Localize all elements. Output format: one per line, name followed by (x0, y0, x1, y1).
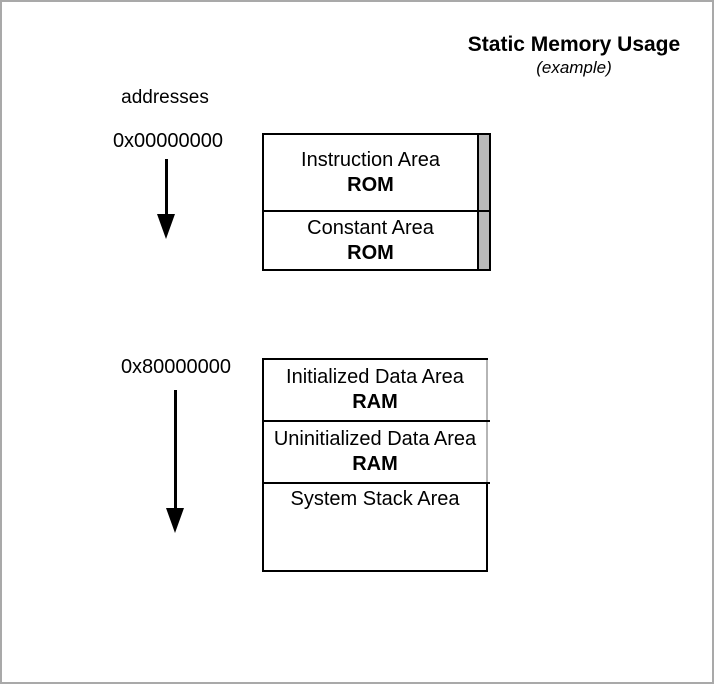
ram-cell-divider (262, 482, 490, 484)
down-arrow-icon (157, 214, 175, 239)
cell-type: ROM (347, 241, 394, 264)
cell-type: ROM (347, 173, 394, 196)
cell-type: RAM (352, 391, 398, 413)
arrow-line (165, 159, 168, 216)
memory-cell-constant-area: Constant Area ROM (264, 212, 477, 269)
cell-type: RAM (352, 453, 398, 475)
rom-memory-box: Instruction Area ROM Constant Area ROM (262, 133, 491, 271)
rom-side-strip (477, 135, 489, 269)
ram-memory-box: Initialized Data Area RAM Uninitialized … (262, 358, 490, 572)
memory-cell-initialized-data-area: Initialized Data Area RAM (264, 360, 486, 420)
ram-cell-divider (262, 420, 490, 422)
memory-cell-uninitialized-data-area: Uninitialized Data Area RAM (264, 422, 486, 482)
cell-name: Uninitialized Data Area (273, 428, 477, 450)
cell-name: Instruction Area (301, 148, 440, 171)
diagram-subtitle: (example) (536, 58, 612, 77)
down-arrow-icon (166, 508, 184, 533)
arrow-line (174, 390, 177, 510)
ram-right-border-gray-segment (486, 360, 488, 484)
cell-name: System Stack Area (290, 488, 460, 510)
memory-cell-system-stack-area: System Stack Area (264, 484, 486, 570)
rom-start-address: 0x00000000 (112, 130, 224, 152)
cell-name: Constant Area (307, 216, 434, 239)
memory-cell-instruction-area: Instruction Area ROM (264, 135, 477, 210)
ram-start-address: 0x80000000 (120, 356, 232, 378)
addresses-label: addresses (121, 87, 209, 108)
diagram-title: Static Memory Usage (467, 33, 681, 56)
cell-name: Initialized Data Area (286, 366, 464, 388)
ram-right-border-black-segment (486, 484, 488, 570)
diagram-title-block: Static Memory Usage (example) (432, 33, 712, 79)
rom-cell-divider (262, 210, 491, 212)
